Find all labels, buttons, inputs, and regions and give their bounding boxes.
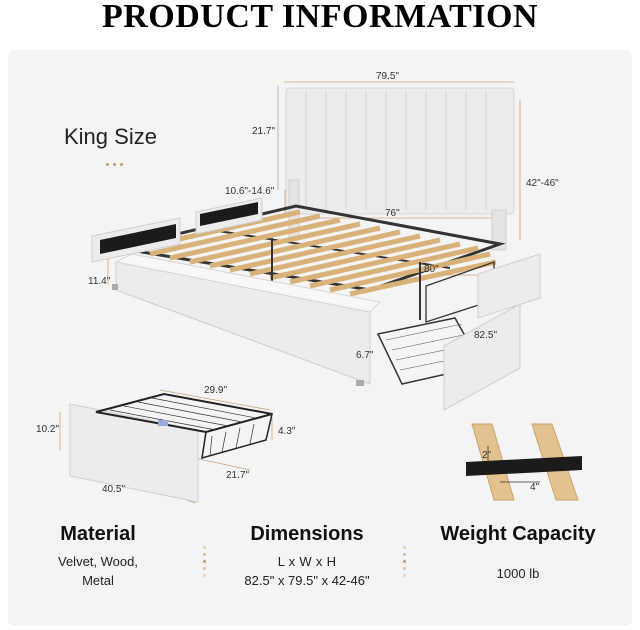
side-rail — [112, 253, 382, 386]
dim-basket-height: 4.3" — [278, 426, 296, 437]
dim-drawer-height: 11.4" — [88, 276, 111, 287]
feature-weight-capacity: Weight Capacity 1000 lb — [428, 522, 608, 583]
feature-dimensions-title: Dimensions — [250, 523, 364, 545]
divider-dots-2 — [403, 546, 407, 581]
dim-drawer-gap: 6.7" — [356, 350, 374, 361]
page-title: PRODUCT INFORMATION — [101, 0, 539, 35]
divider-dots-1 — [203, 546, 207, 581]
headboard — [285, 87, 515, 251]
dim-slat-thickness: 2" — [482, 450, 492, 461]
dim-slat-length: 76" — [385, 208, 400, 219]
left-drawers — [91, 197, 263, 263]
feature-dimensions-line-2: 82.5" x 79.5" x 42-46" — [244, 573, 370, 588]
dim-headboard-height: 21.7" — [252, 126, 276, 137]
feature-weight-line-1: 1000 lb — [496, 566, 540, 581]
feature-dimensions-line-1: L x W x H — [277, 554, 337, 569]
drawer-detail — [69, 392, 274, 503]
feature-material: Material Velvet, Wood, Metal — [42, 522, 154, 590]
size-dots-decoration — [106, 153, 127, 171]
dim-overall-height: 42"-46" — [526, 178, 559, 189]
dim-drawer-top-depth: 29.9" — [204, 385, 228, 396]
dim-slat-width: 4" — [530, 482, 540, 493]
feature-material-line-2: Metal — [82, 573, 114, 588]
dim-width: 79.5" — [376, 71, 400, 82]
dim-drawer-depth: 21.7" — [226, 470, 250, 481]
feature-dimensions: Dimensions L x W x H 82.5" x 79.5" x 42-… — [222, 522, 392, 590]
dim-length-80: 80" — [424, 264, 439, 275]
feature-weight-title: Weight Capacity — [440, 523, 596, 545]
slat-detail — [466, 423, 582, 501]
dim-drawer-width: 40.5" — [102, 484, 126, 495]
dim-drawer-front-height: 10.2" — [36, 424, 60, 435]
right-drawers — [376, 253, 541, 411]
size-label: King Size — [64, 124, 157, 149]
dim-length: 82.5" — [474, 330, 498, 341]
feature-material-title: Material — [60, 523, 136, 545]
feature-material-line-1: Velvet, Wood, — [58, 554, 138, 569]
dim-leg-range: 10.6"-14.6" — [225, 186, 275, 197]
